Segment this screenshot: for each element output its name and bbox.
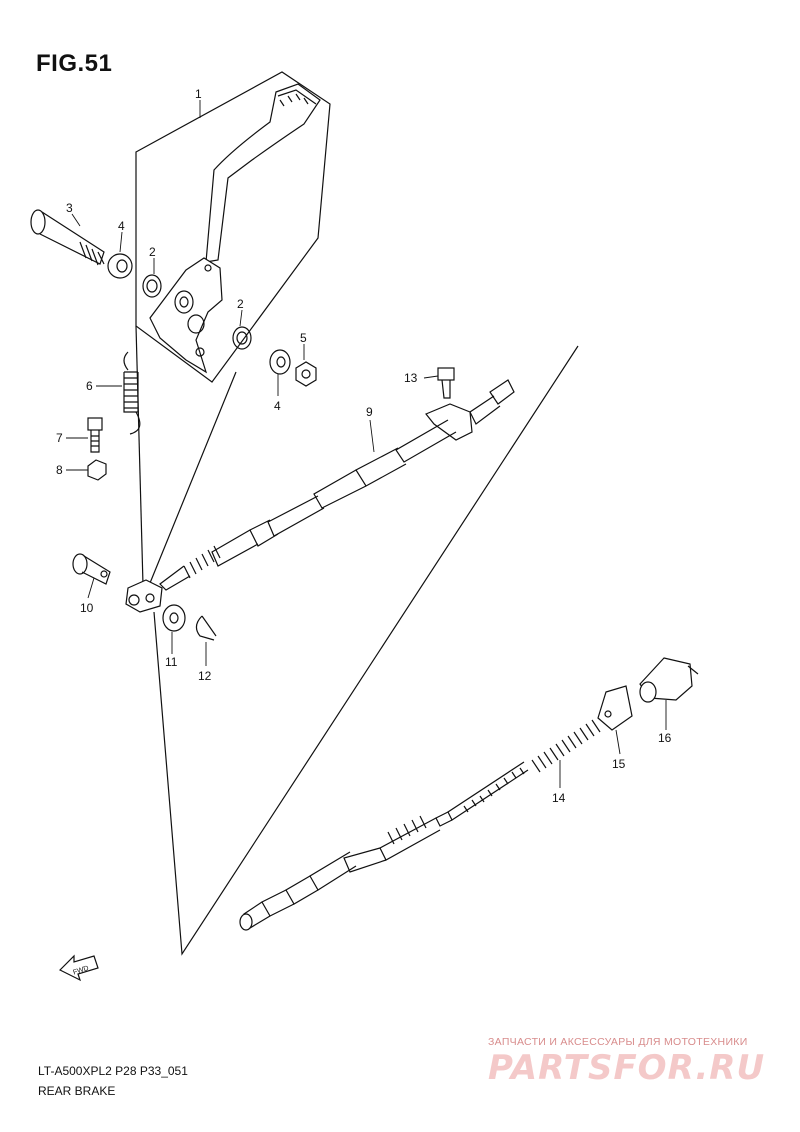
callout-9: 9 xyxy=(366,405,373,419)
section-name: REAR BRAKE xyxy=(38,1084,116,1098)
brake-cable-upper xyxy=(159,379,515,591)
washer-lower xyxy=(269,349,291,375)
callout-13: 13 xyxy=(404,371,418,385)
callout-10: 10 xyxy=(80,601,94,615)
callout-11: 11 xyxy=(165,655,178,669)
bolt-small xyxy=(87,417,103,453)
callout-6: 6 xyxy=(86,379,93,393)
callout-5: 5 xyxy=(300,331,307,345)
callout-4-upper: 4 xyxy=(118,219,125,233)
brake-cable-lower xyxy=(239,761,529,931)
fwd-arrow-icon xyxy=(58,954,99,982)
cable-clevis xyxy=(125,579,163,613)
cable-end-fitting xyxy=(639,657,699,703)
callout-14: 14 xyxy=(552,791,566,805)
seal-left xyxy=(142,274,162,298)
adjuster-cylinder xyxy=(597,685,633,731)
callout-4-lower: 4 xyxy=(274,399,281,413)
pivot-bolt xyxy=(30,209,105,266)
cable-group-frame xyxy=(153,345,579,956)
model-code: LT-A500XPL2 P28 P33_051 xyxy=(38,1064,188,1078)
nut-small xyxy=(87,459,107,481)
bushing-upper xyxy=(107,253,133,279)
callout-2-left: 2 xyxy=(149,245,156,259)
cable-spring xyxy=(531,719,601,773)
callout-12: 12 xyxy=(198,669,212,683)
clevis-pin xyxy=(72,553,111,585)
nut-upper xyxy=(295,361,317,387)
watermark-tagline: ЗАПЧАСТИ И АКСЕССУАРЫ ДЛЯ МОТОТЕХНИКИ xyxy=(488,1036,748,1048)
seal-right xyxy=(232,326,252,350)
callout-8: 8 xyxy=(56,463,63,477)
callout-15: 15 xyxy=(612,757,626,771)
bracket-bolt xyxy=(437,367,455,399)
callout-2-right: 2 xyxy=(237,297,244,311)
return-spring xyxy=(123,351,141,435)
callout-3: 3 xyxy=(66,201,73,215)
cotter-pin xyxy=(195,615,217,641)
washer-11 xyxy=(162,604,186,632)
figure-title: FIG.51 xyxy=(36,50,113,77)
callout-16: 16 xyxy=(658,731,672,745)
brake-pedal xyxy=(149,83,321,374)
fwd-label: FWD xyxy=(72,965,89,977)
callout-1: 1 xyxy=(195,87,202,101)
watermark-logo: PARTSFOR.RU xyxy=(488,1048,766,1088)
callout-7: 7 xyxy=(56,431,63,445)
